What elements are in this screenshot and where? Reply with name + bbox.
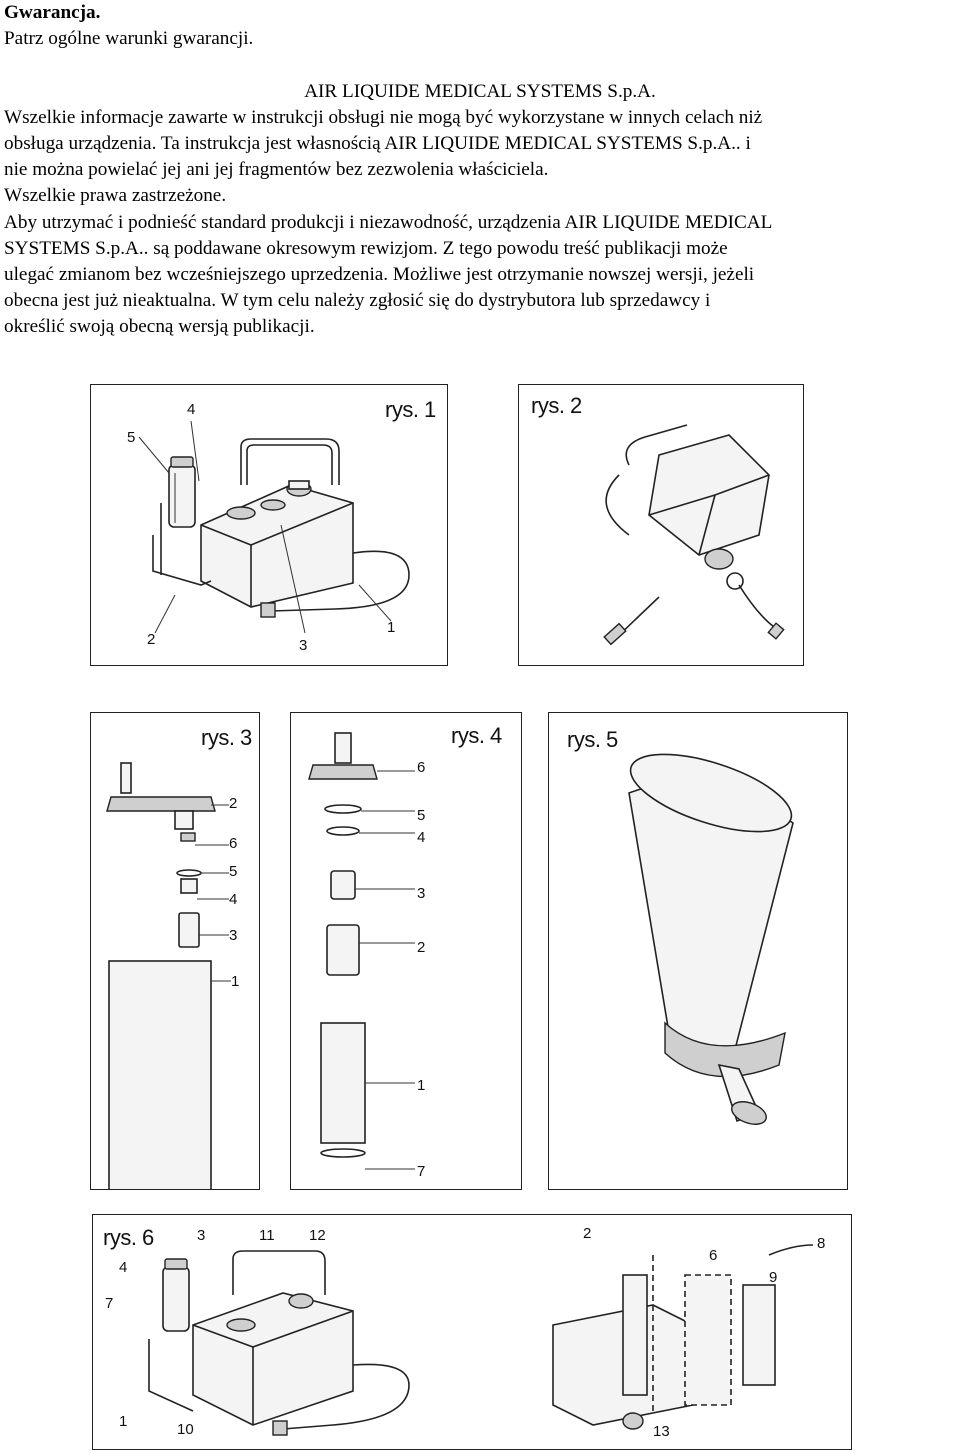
callout-number: 4: [119, 1259, 128, 1276]
figure-label: rys. 2: [531, 393, 582, 418]
callout-number: 2: [229, 795, 238, 812]
paragraph-line: SYSTEMS S.p.A.. są poddawane okresowym r…: [4, 237, 728, 259]
figure-rys-5: rys. 5: [548, 712, 848, 1190]
callout-number: 5: [417, 807, 426, 824]
paragraph-line: Aby utrzymać i podnieść standard produkc…: [4, 211, 773, 233]
cartridge-illustration: [628, 753, 794, 1125]
figure-rys-6: rys. 6 3 11 12 4 7 1 10 2 6 8 9 13: [92, 1214, 852, 1450]
figure-rys-3: rys. 3 2 6 5 4 3 1: [90, 712, 260, 1190]
paragraph-line: Wszelkie prawa zastrzeżone.: [4, 185, 227, 207]
callout-number: 10: [177, 1421, 194, 1438]
figure-rys-2: rys. 2: [518, 384, 804, 666]
warranty-line: Patrz ogólne warunki gwarancji.: [4, 28, 254, 50]
callout-number: 6: [417, 759, 426, 776]
figure-label: rys. 1: [385, 397, 436, 422]
callout-number: 1: [231, 973, 240, 990]
callout-number: 3: [229, 927, 238, 944]
figure-label: rys. 4: [451, 723, 502, 748]
assembled-device-illustration: [148, 1244, 814, 1436]
paragraph-line: Wszelkie informacje zawarte w instrukcji…: [4, 106, 763, 128]
callout-number: 12: [309, 1227, 326, 1244]
callout-number: 11: [259, 1227, 275, 1244]
callout-number: 2: [147, 631, 156, 648]
callout-number: 5: [229, 863, 238, 880]
spacer: [4, 52, 956, 78]
figure-label: rys. 6: [103, 1225, 154, 1250]
paragraph-line: ulegać zmianom bez wcześniejszego uprzed…: [4, 264, 755, 286]
callout-number: 3: [197, 1227, 206, 1244]
callout-number: 8: [817, 1235, 826, 1252]
figure-label: rys. 5: [567, 727, 618, 752]
callout-number: 13: [653, 1423, 670, 1440]
callout-number: 6: [229, 835, 238, 852]
paragraph-line: określić swoją obecną wersją publikacji.: [4, 316, 315, 338]
callout-number: 1: [417, 1077, 426, 1094]
document-text: Gwarancja. Patrz ogólne warunki gwarancj…: [4, 0, 956, 341]
callout-number: 1: [387, 619, 396, 636]
callout-number: 9: [769, 1269, 778, 1286]
mechanism-illustration: [603, 424, 785, 646]
callout-number: 4: [417, 829, 426, 846]
paragraph-line: obsługa urządzenia. Ta instrukcja jest w…: [4, 133, 751, 154]
callout-number: 7: [105, 1295, 114, 1312]
callout-number: 3: [299, 637, 308, 654]
callout-number: 6: [709, 1247, 718, 1264]
device-illustration: [138, 420, 410, 634]
paragraph-line: obecna jest już nieaktualna. W tym celu …: [4, 290, 711, 312]
figure-rys-1: rys. 1 4 5 2 3 1: [90, 384, 448, 666]
callout-number: 1: [119, 1413, 128, 1430]
paragraph-line: nie można powielać jej ani jej fragmentó…: [4, 159, 549, 181]
callout-number: 7: [417, 1163, 426, 1180]
callout-number: 4: [187, 401, 196, 418]
figure-label: rys. 3: [201, 725, 252, 750]
exploded-humidifier-illustration: [106, 762, 231, 1189]
exploded-bottle-illustration: [308, 732, 415, 1170]
warranty-heading: Gwarancja.: [4, 2, 101, 23]
callout-number: 2: [417, 939, 426, 956]
callout-number: 3: [417, 885, 426, 902]
callout-number: 2: [583, 1225, 592, 1242]
callout-number: 4: [229, 891, 238, 908]
figure-rys-4: rys. 4 6 5 4 3 2 1 7: [290, 712, 522, 1190]
company-name: AIR LIQUIDE MEDICAL SYSTEMS S.p.A.: [304, 80, 656, 102]
callout-number: 5: [127, 429, 136, 446]
